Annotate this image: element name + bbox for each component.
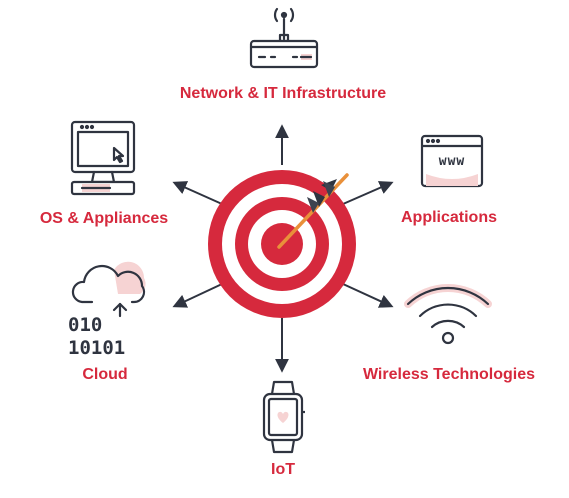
arrow-to-applications <box>342 181 394 205</box>
cloud-binary-text: 010 10101 <box>68 314 125 360</box>
desktop-computer-icon <box>68 118 140 198</box>
arrow-to-cloud <box>172 283 223 308</box>
label-iot: IoT <box>271 461 295 478</box>
browser-www-text: www <box>438 154 466 169</box>
label-os: OS & Appliances <box>39 210 169 227</box>
router-icon <box>249 5 319 69</box>
label-network: Network & IT Infrastructure <box>179 85 387 102</box>
label-cloud: Cloud <box>82 366 128 383</box>
label-applications: Applications <box>400 209 498 226</box>
browser-www-icon: www <box>420 134 484 188</box>
arrow-to-wireless <box>342 283 394 308</box>
arrow-to-os <box>172 181 223 205</box>
cloud-binary-icon <box>70 261 150 318</box>
label-wireless: Wireless Technologies <box>362 366 536 383</box>
smartwatch-icon <box>258 380 308 454</box>
binary-line-1: 010 <box>68 314 103 336</box>
target-with-arrow-icon <box>207 169 357 319</box>
binary-line-2: 10101 <box>68 337 126 359</box>
wifi-icon <box>404 280 492 346</box>
